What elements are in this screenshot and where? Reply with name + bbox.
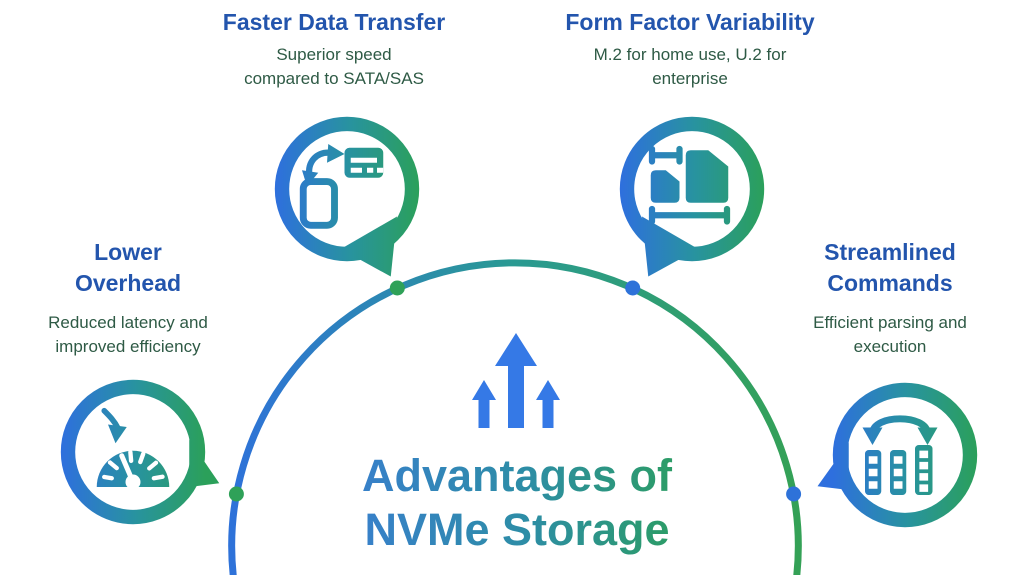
feature-title-line: Overhead — [74, 270, 182, 296]
feature-title: Faster Data Transfer — [184, 8, 484, 36]
curved-double-arrow-glyph — [862, 415, 938, 445]
feature-title-line: Form Factor Variability — [565, 9, 815, 35]
feature-description: Reduced latency and improved efficiency — [23, 311, 233, 359]
feature-desc-line: Reduced latency and — [48, 313, 208, 332]
growth-arrows-icon — [472, 333, 560, 428]
form-factor-icon — [619, 116, 765, 277]
page-title: Advantages of NVMe Storage — [307, 449, 727, 557]
gauge-glyph — [96, 449, 170, 490]
long-measure-bar — [648, 205, 731, 225]
feature-title-line: Streamlined — [824, 239, 956, 265]
m2-card-glyph — [650, 170, 680, 203]
device-transfer-icon — [274, 116, 420, 277]
page-title-line: Advantages of — [361, 450, 673, 501]
u2-card-glyph — [685, 150, 729, 203]
feature-title: Form Factor Variability — [540, 8, 840, 36]
arc-node-dot — [228, 486, 244, 502]
feature-description: Superior speed compared to SATA/SAS — [184, 43, 484, 91]
feature-desc-line: improved efficiency — [55, 337, 201, 356]
arc-node-dot — [786, 486, 802, 502]
feature-title-line: Commands — [827, 270, 953, 296]
feature-desc-line: execution — [853, 337, 927, 356]
small-measure-bar — [648, 145, 683, 165]
feature-title-line: Lower — [94, 239, 162, 265]
feature-desc-line: M.2 for home use, U.2 for — [593, 45, 787, 64]
feature-desc-line: enterprise — [652, 69, 728, 88]
page-title-line: NVMe Storage — [364, 504, 670, 555]
feature-streamlined-commands: Streamlined Commands Efficient parsing a… — [785, 237, 995, 359]
arc-node-dot — [389, 280, 405, 296]
queue-columns-glyph — [865, 445, 933, 495]
command-queues-icon — [817, 382, 978, 528]
feature-description: Efficient parsing and execution — [785, 311, 995, 359]
phone-glyph — [299, 178, 338, 229]
swap-arrow-glyph — [302, 144, 345, 187]
feature-faster-data-transfer: Faster Data Transfer Superior speed comp… — [184, 8, 484, 91]
feature-title-line: Faster Data Transfer — [222, 9, 446, 35]
feature-title: Streamlined Commands — [785, 237, 995, 299]
down-arrow-glyph — [101, 407, 127, 444]
feature-desc-line: Superior speed — [276, 45, 392, 64]
feature-title: Lower Overhead — [23, 237, 233, 299]
feature-lower-overhead: Lower Overhead Reduced latency and impro… — [23, 237, 233, 359]
table-glyph — [344, 147, 384, 178]
feature-desc-line: compared to SATA/SAS — [244, 69, 424, 88]
feature-form-factor-variability: Form Factor Variability M.2 for home use… — [540, 8, 840, 91]
speedometer-icon — [60, 379, 220, 525]
feature-desc-line: Efficient parsing and — [813, 313, 967, 332]
arc-node-dot — [625, 280, 641, 296]
feature-description: M.2 for home use, U.2 for enterprise — [540, 43, 840, 91]
